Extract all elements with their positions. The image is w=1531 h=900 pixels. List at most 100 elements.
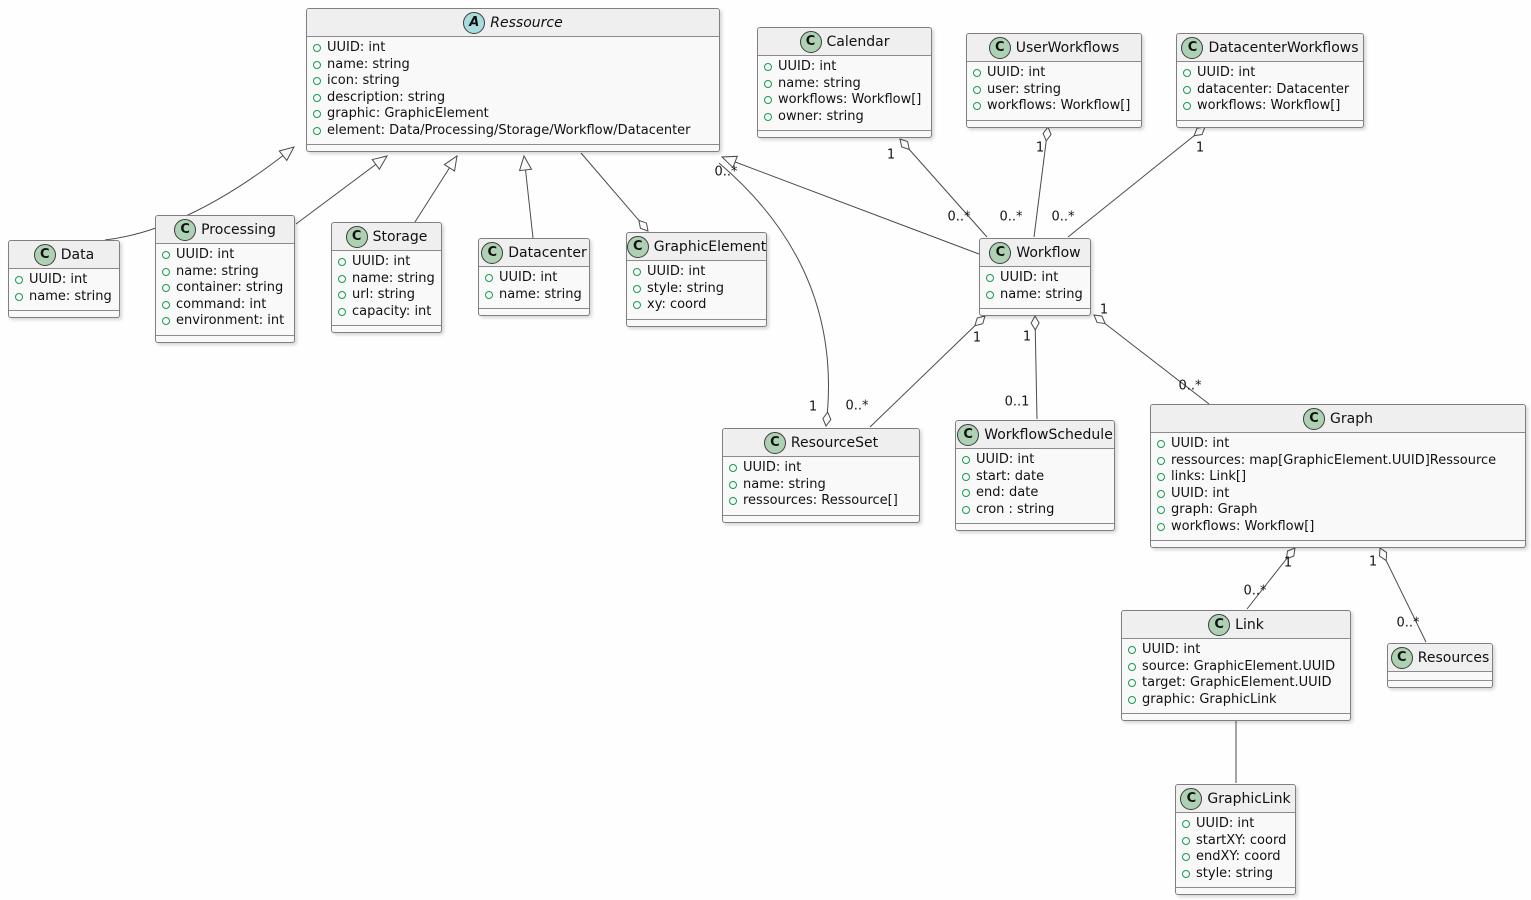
attribute-text: endXY: coord [1196, 849, 1281, 864]
attribute-text: UUID: int [1171, 485, 1230, 501]
class-icon: C [626, 235, 649, 258]
attribute-row: UUID: int [313, 40, 713, 57]
attribute-row: icon: string [313, 73, 713, 90]
attribute-row: user: string [973, 82, 1135, 99]
field-visibility-icon [973, 102, 981, 111]
attribute-row: description: string [313, 90, 713, 107]
field-visibility-icon [1157, 473, 1165, 482]
field-visibility-icon [729, 480, 737, 489]
field-visibility-icon [729, 497, 737, 506]
class-name: Datacenter [508, 244, 587, 261]
class-name: DatacenterWorkflows [1208, 39, 1359, 56]
attribute-row: workflows: Workflow[] [1183, 98, 1357, 115]
field-visibility-icon [162, 300, 170, 309]
field-visibility-icon [162, 317, 170, 326]
abstract-class-icon: A [463, 11, 486, 34]
multiplicity-datacenterworkflows-workflow-far: 0..* [1051, 209, 1075, 225]
field-visibility-icon [1128, 646, 1136, 655]
methods-compartment [1151, 540, 1525, 547]
attribute-row: UUID: int [162, 247, 288, 264]
edge-storage-ressource-generalization [414, 154, 458, 223]
attribute-text: capacity: int [352, 303, 432, 319]
field-visibility-icon [1183, 102, 1191, 111]
edge-workflow-graph-aggregation [1093, 314, 1210, 405]
class-icon: C [1180, 787, 1203, 810]
attribute-text: url: string [352, 287, 416, 302]
multiplicity-resourceset-ressource-near: 1 [808, 399, 818, 415]
multiplicity-workflow-resourceset-near: 1 [972, 330, 982, 346]
attribute-row: UUID: int [15, 272, 113, 289]
attribute-row: source: GraphicElement.UUID [1128, 659, 1344, 676]
attribute-text: links: Link[] [1171, 469, 1247, 484]
attribute-row: name: string [338, 271, 435, 288]
field-visibility-icon [1182, 869, 1190, 878]
field-visibility-icon [1183, 85, 1191, 94]
attribute-row: UUID: int [485, 270, 583, 287]
attribute-text: start: date [976, 468, 1045, 484]
methods-compartment [1122, 713, 1350, 720]
attribute-row: style: string [1182, 866, 1289, 883]
multiplicity-datacenterworkflows-workflow-near: 1 [1195, 140, 1205, 156]
attribute-row: owner: string [764, 109, 925, 126]
attribute-text: workflows: Workflow[] [778, 92, 922, 107]
field-visibility-icon [973, 69, 981, 78]
methods-compartment [479, 308, 589, 315]
field-visibility-icon [1157, 522, 1165, 531]
class-name: Link [1235, 616, 1264, 633]
field-visibility-icon [338, 258, 346, 267]
attribute-text: UUID: int [743, 460, 802, 475]
attribute-row: UUID: int [1157, 486, 1519, 503]
class-name: Calendar [826, 33, 890, 50]
attribute-text: UUID: int [987, 65, 1046, 80]
attribute-text: name: string [1000, 286, 1083, 302]
field-visibility-icon [1157, 489, 1165, 498]
attribute-row: UUID: int [973, 65, 1135, 82]
field-visibility-icon [729, 464, 737, 473]
multiplicity-resourceset-ressource-far: 0..* [714, 164, 738, 180]
attribute-text: workflows: Workflow[] [987, 98, 1131, 113]
attribute-row: name: string [15, 289, 113, 306]
attribute-text: source: GraphicElement.UUID [1142, 658, 1336, 674]
class-name: Graph [1330, 410, 1373, 427]
attribute-text: UUID: int [778, 59, 837, 74]
multiplicity-graph-link-far: 0..* [1243, 583, 1267, 599]
edge-calendar-workflow-aggregation [899, 138, 988, 238]
class-name: WorkflowSchedule [984, 426, 1113, 443]
class-icon: C [481, 241, 504, 264]
edge-resourceset-ressource-aggregation [718, 162, 832, 428]
attribute-row: target: GraphicElement.UUID [1128, 675, 1344, 692]
attribute-row: workflows: Workflow[] [973, 98, 1135, 115]
field-visibility-icon [1157, 440, 1165, 449]
field-visibility-icon [1128, 662, 1136, 671]
attributes-compartment [1388, 672, 1492, 680]
edge-graphicelement-ressource-aggregation [580, 152, 649, 232]
edge-userworkflows-workflow-aggregation [1033, 126, 1052, 238]
field-visibility-icon [633, 301, 641, 310]
field-visibility-icon [633, 268, 641, 277]
attribute-row: capacity: int [338, 304, 435, 321]
methods-compartment [980, 308, 1090, 315]
attribute-row: style: string [633, 281, 760, 298]
multiplicity-workflow-workflowschedule-far: 0..1 [1004, 394, 1030, 410]
field-visibility-icon [764, 63, 772, 72]
multiplicity-graph-resources-far: 0..* [1396, 615, 1420, 631]
field-visibility-icon [764, 96, 772, 105]
attribute-text: end: date [976, 485, 1039, 500]
